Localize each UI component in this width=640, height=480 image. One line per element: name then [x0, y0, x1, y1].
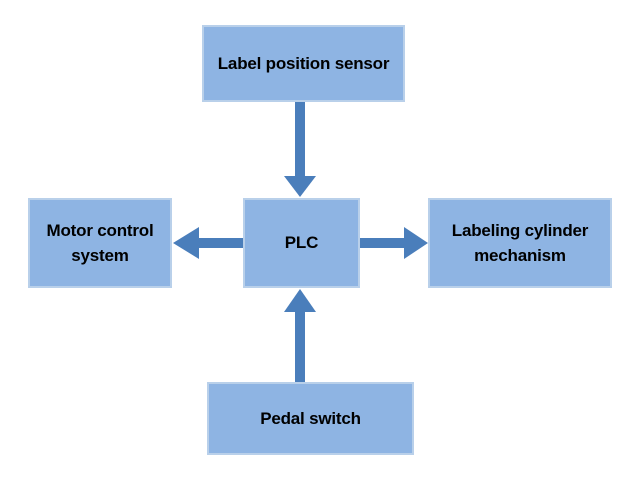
node-pedal-switch-label: Pedal switch [260, 408, 361, 428]
node-label-position-sensor-label: Label position sensor [217, 53, 390, 73]
node-pedal-switch[interactable]: Pedal switch [207, 382, 414, 455]
node-label-position-sensor[interactable]: Label position sensor [202, 25, 405, 102]
node-labeling-cylinder-mechanism-label: Labeling cylinder mechanism [451, 220, 589, 266]
arrow-pedal-switch-to-plc [284, 289, 316, 382]
node-motor-control-system[interactable]: Motor control system [28, 198, 172, 288]
node-plc-label: PLC [284, 233, 319, 253]
arrow-sensor-to-plc [284, 102, 316, 197]
node-motor-control-system-label: Motor control system [46, 220, 154, 266]
arrow-plc-to-labeling-cylinder [360, 227, 428, 259]
node-labeling-cylinder-mechanism[interactable]: Labeling cylinder mechanism [428, 198, 612, 288]
node-plc[interactable]: PLC [243, 198, 360, 288]
arrow-plc-to-motor-control [173, 227, 243, 259]
